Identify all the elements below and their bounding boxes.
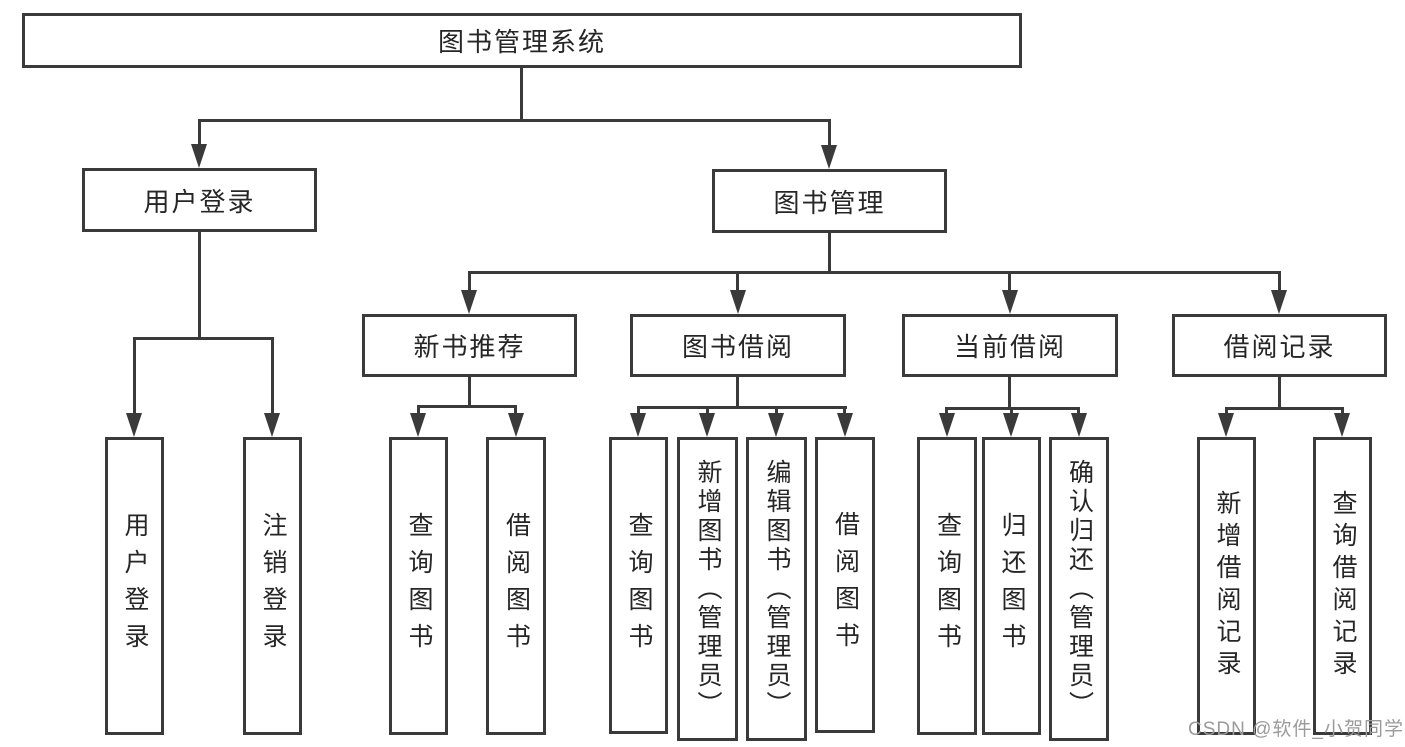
node-label: 借阅图书 [502,512,531,660]
node-label: 新增借阅记录 [1213,490,1241,682]
node-label: 查询借阅记录 [1329,490,1357,682]
leaf-query-books-2: 查询图书 [609,437,668,734]
arrow-down-icon [1218,413,1234,437]
node-book-borrowing: 图书借阅 [630,314,846,377]
arrow-down-icon [1334,413,1350,437]
leaf-borrow-books-2: 借阅图书 [815,437,875,733]
connector-line [1077,407,1080,415]
node-label: 图书管理 [773,187,886,218]
connector-line [706,406,709,415]
node-label: 查询图书 [405,512,433,660]
connector-line [637,406,640,415]
arrow-down-icon [191,144,207,168]
leaf-add-books-admin: 新增图书（管理员） [677,437,738,741]
connector-line [637,406,847,409]
leaf-borrow-books-1: 借阅图书 [486,437,546,735]
arrow-down-icon [1002,290,1018,314]
connector-line [514,405,517,415]
leaf-query-books-3: 查询图书 [917,437,977,735]
arrow-down-icon [768,413,784,437]
arrow-down-icon [939,413,955,437]
connector-line [468,271,471,293]
connector-line [198,119,201,146]
arrow-down-icon [126,413,142,437]
node-label: 确认归还（管理员） [1065,458,1094,720]
arrow-down-icon [1071,413,1087,437]
leaf-user-login: 用户登录 [105,437,164,735]
arrow-down-icon [699,413,715,437]
arrow-down-icon [821,145,837,169]
node-label: 查询图书 [933,512,962,660]
node-label: 归还图书 [998,512,1026,660]
leaf-add-borrow-record: 新增借阅记录 [1197,437,1256,735]
leaf-logout: 注销登录 [243,437,302,735]
connector-line [468,377,471,405]
node-label: 查询图书 [625,511,653,660]
connector-line [736,271,739,293]
node-library-management-system: 图书管理系统 [22,13,1022,68]
arrow-down-icon [461,290,477,314]
arrow-down-icon [837,413,853,437]
arrow-down-icon [630,413,646,437]
connector-line [1008,271,1011,293]
leaf-edit-books-admin: 编辑图书（管理员） [746,437,807,741]
arrow-down-icon [410,413,426,437]
node-label: 借阅图书 [831,511,860,659]
node-label: 图书借阅 [681,332,794,362]
leaf-confirm-return-admin: 确认归还（管理员） [1049,437,1109,741]
node-new-book-recommendation: 新书推荐 [362,314,577,377]
connector-line [198,119,831,122]
leaf-query-books-1: 查询图书 [389,437,448,735]
node-label: 注销登录 [259,512,287,660]
node-label: 图书管理系统 [437,27,606,57]
connector-line [133,337,274,340]
node-label: 新增图书（管理员） [694,458,722,720]
arrow-down-icon [1271,290,1287,314]
connector-line [828,119,831,147]
connector-line [520,68,523,119]
node-user-login: 用户登录 [82,168,317,232]
node-label: 借阅记录 [1223,332,1336,362]
connector-line [271,337,274,416]
arrow-down-icon [730,290,746,314]
connector-line [843,406,846,415]
connector-line [417,405,517,408]
arrow-down-icon [1003,413,1019,437]
connector-line [1278,377,1281,407]
node-borrowing-records: 借阅记录 [1172,314,1387,377]
node-label: 新书推荐 [413,332,526,362]
node-label: 用户登录 [143,186,256,217]
csdn-watermark: CSDN @软件_小贺同学 [1188,719,1404,740]
connector-line [1341,407,1344,415]
connector-line [1225,407,1228,415]
connector-line [736,377,739,406]
connector-line [1225,407,1344,410]
node-book-management: 图书管理 [712,169,947,233]
node-label: 当前借阅 [953,332,1066,362]
connector-line [1278,271,1281,293]
connector-line [1008,377,1011,407]
connector-line [198,232,201,337]
connector-line [133,337,136,416]
leaf-query-borrow-record: 查询借阅记录 [1313,437,1372,735]
arrow-down-icon [264,413,280,437]
connector-line [945,407,948,415]
node-label: 编辑图书（管理员） [763,458,791,720]
connector-line [828,233,831,271]
node-label: 用户登录 [121,512,149,660]
connector-line [417,405,420,415]
connector-line [775,406,778,415]
connector-line [1010,407,1013,415]
leaf-return-books: 归还图书 [982,437,1041,735]
connector-line [468,271,1281,274]
arrow-down-icon [508,413,524,437]
node-current-borrowing: 当前借阅 [902,314,1118,377]
